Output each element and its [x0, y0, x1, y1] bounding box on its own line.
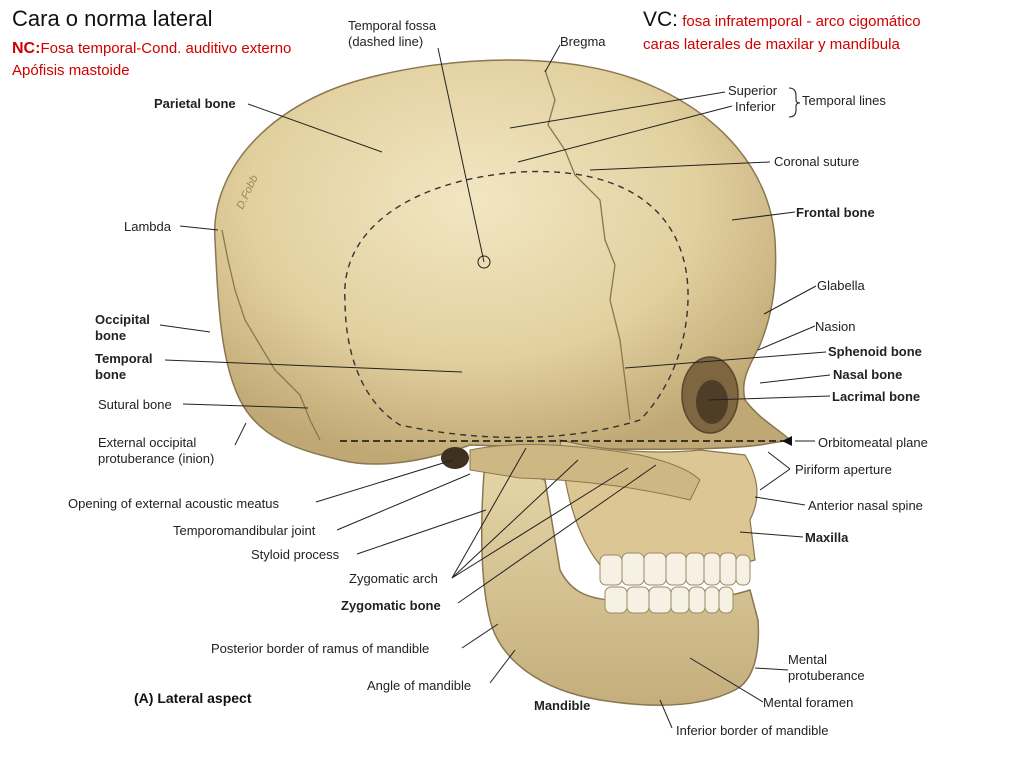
nc-line: NC:Fosa temporal-Cond. auditivo externo: [12, 40, 291, 58]
label-nasion: Nasion: [815, 319, 856, 334]
label-bregma: Bregma: [560, 34, 606, 49]
label-frontal-bone: Frontal bone: [796, 205, 875, 220]
temporal-fossa-dashed-line: [344, 170, 689, 439]
teeth: [599, 552, 751, 614]
nc-line-2: Apófisis mastoide: [12, 62, 130, 79]
label-coronal-suture: Coronal suture: [774, 154, 860, 169]
nc-prefix: NC:: [12, 40, 41, 57]
label-temporal-bone-2: bone: [95, 367, 127, 382]
label-occipital-bone-2: bone: [95, 328, 127, 343]
label-mental-foramen: Mental foramen: [763, 695, 854, 710]
label-mental-protuberance-1: Mental: [788, 652, 828, 667]
label-sutural-bone: Sutural bone: [98, 397, 172, 412]
temporal-lines-brace: [788, 87, 801, 118]
vc-text-1: fosa infratemporal - arco cigomático: [682, 13, 921, 30]
label-inferior-border-mandible: Inferior border of mandible: [676, 723, 829, 738]
zygomatic-arch-shape: [469, 444, 701, 501]
label-lacrimal-bone: Lacrimal bone: [832, 389, 921, 404]
label-piriform-aperture: Piriform aperture: [795, 462, 892, 477]
label-ext-occ-1: External occipital: [98, 435, 197, 450]
label-angle-of-mandible: Angle of mandible: [367, 678, 472, 693]
label-sphenoid-bone: Sphenoid bone: [828, 344, 922, 359]
vc-prefix: VC:: [643, 8, 679, 31]
cranium-shape: [214, 59, 792, 465]
label-ext-occ-2: protuberance (inion): [98, 451, 215, 466]
nc-text: Fosa temporal-Cond. auditivo externo: [40, 40, 292, 57]
label-posterior-border-ramus: Posterior border of ramus of mandible: [211, 641, 430, 656]
label-temporal-lines: Temporal lines: [802, 93, 886, 108]
label-superior: Superior: [728, 83, 778, 98]
figure-caption: (A) Lateral aspect: [134, 690, 252, 706]
label-parietal-bone: Parietal bone: [154, 96, 236, 111]
label-lambda: Lambda: [124, 219, 171, 234]
orbit-depth: [696, 380, 728, 424]
label-mandible: Mandible: [534, 698, 591, 713]
coronal-suture: [544, 69, 631, 421]
label-dashed-line: (dashed line): [348, 34, 424, 49]
slide-title: Cara o norma lateral: [12, 6, 213, 31]
label-maxilla: Maxilla: [805, 530, 849, 545]
leader-lines: [159, 44, 831, 729]
label-anterior-nasal-spine: Anterior nasal spine: [808, 498, 923, 513]
label-styloid-process: Styloid process: [251, 547, 340, 562]
label-temporal-bone-1: Temporal: [95, 351, 153, 366]
label-opening-eam: Opening of external acoustic meatus: [68, 496, 280, 511]
label-inferior: Inferior: [735, 99, 776, 114]
orbitomeatal-arrow: [782, 436, 792, 446]
label-mental-protuberance-2: protuberance: [788, 668, 865, 683]
vc-line-2: caras laterales de maxilar y mandíbula: [643, 36, 900, 53]
lambdoid-suture: [221, 229, 321, 441]
label-occipital-bone-1: Occipital: [95, 312, 150, 327]
external-acoustic-meatus: [441, 447, 469, 469]
label-temporal-fossa: Temporal fossa: [348, 18, 437, 33]
label-glabella: Glabella: [817, 278, 865, 293]
label-orbitomeatal-plane: Orbitomeatal plane: [818, 435, 928, 450]
vc-line: VC: fosa infratemporal - arco cigomático: [643, 8, 921, 32]
label-zygomatic-arch: Zygomatic arch: [349, 571, 438, 586]
label-nasal-bone: Nasal bone: [833, 367, 903, 382]
label-zygomatic-bone: Zygomatic bone: [341, 598, 441, 613]
label-tmj: Temporomandibular joint: [173, 523, 316, 538]
